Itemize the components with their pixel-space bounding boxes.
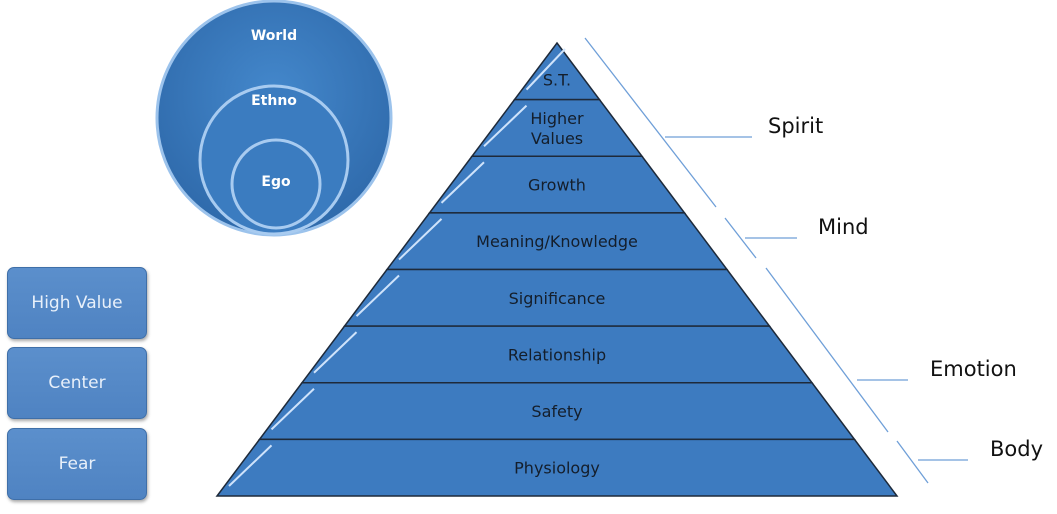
level-highlight	[440, 161, 485, 204]
pyramid-level-label: Meaning/Knowledge	[476, 232, 638, 251]
body-label: Body	[990, 437, 1044, 461]
mind-label: Mind	[818, 215, 869, 239]
level-highlight	[398, 218, 443, 261]
pyramid-level-label: S.T.	[543, 70, 571, 89]
level-highlight	[270, 388, 315, 431]
ethno-label: Ethno	[251, 93, 297, 109]
pyramid-level	[215, 438, 899, 497]
ego-circle	[230, 138, 322, 230]
level-highlight	[483, 104, 528, 147]
level-highlight	[355, 274, 400, 317]
pyramid-level-label: Physiology	[514, 459, 600, 478]
pyramid-level-label: Values	[531, 129, 583, 148]
spirit-label: Spirit	[768, 114, 824, 138]
level-highlight	[313, 331, 358, 374]
pyramid-level-label: Safety	[531, 402, 582, 421]
diagonal-line	[584, 37, 717, 208]
high-value-box: High Value	[7, 267, 147, 339]
diagonal-line	[724, 217, 757, 259]
center-box: Center	[7, 347, 147, 419]
pyramid: S.T.HigherValuesGrowthMeaning/KnowledgeS…	[215, 41, 899, 497]
level-highlight	[228, 444, 273, 487]
world-label: World	[251, 28, 297, 44]
pyramid-level-label: Higher	[530, 109, 584, 128]
ego-label: Ego	[261, 174, 291, 190]
divider-lines	[584, 37, 968, 484]
emotion-label: Emotion	[930, 357, 1017, 381]
pyramid-level-label: Growth	[528, 176, 586, 195]
fear-box: Fear	[7, 428, 147, 500]
level-highlight	[525, 48, 566, 91]
pyramid-level-label: Significance	[509, 289, 606, 308]
concentric-circles: World Ethno Ego	[155, 0, 393, 237]
diagonal-line	[896, 440, 929, 484]
pyramid-level-label: Relationship	[508, 345, 606, 364]
diagonal-line	[765, 267, 889, 433]
